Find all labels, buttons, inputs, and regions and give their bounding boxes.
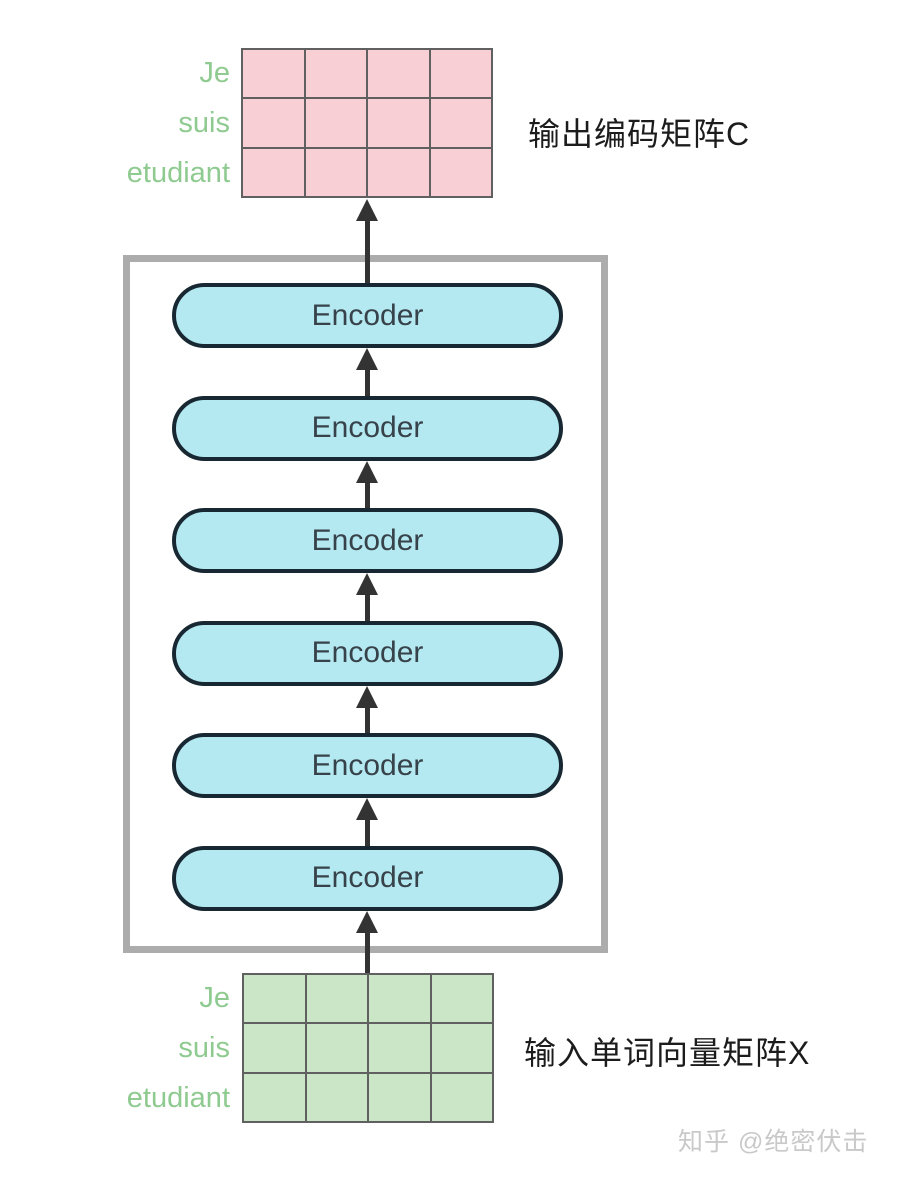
- matrix-cell: [305, 148, 366, 196]
- matrix-cell: [431, 975, 492, 1023]
- word-row-label: Je: [199, 982, 230, 1014]
- matrix-cell: [369, 1073, 430, 1121]
- arrow-up-icon: [356, 573, 379, 621]
- matrix-cell: [305, 50, 366, 98]
- word-row-label: etudiant: [126, 1082, 230, 1114]
- matrix-cell: [430, 50, 491, 98]
- encoder-box: Encoder: [172, 620, 563, 686]
- matrix-cell: [369, 975, 430, 1023]
- arrow-up-icon: [356, 199, 379, 283]
- input-matrix-row-labels: Je suis etudiant: [95, 973, 230, 1123]
- word-row-label: suis: [178, 107, 230, 139]
- matrix-cell: [369, 1024, 430, 1072]
- encoder-box: Encoder: [172, 283, 563, 348]
- arrow-up-icon: [356, 460, 379, 508]
- watermark: 知乎 @绝密伏击: [678, 1128, 869, 1156]
- input-matrix-label: 输入单词向量矩阵X: [524, 1035, 811, 1071]
- matrix-cell: [306, 975, 367, 1023]
- input-matrix: [242, 973, 494, 1123]
- arrow-up-icon: [356, 798, 379, 846]
- output-matrix: [241, 48, 493, 198]
- matrix-cell: [368, 148, 429, 196]
- word-row-label: etudiant: [126, 157, 230, 189]
- matrix-cell: [430, 99, 491, 147]
- matrix-cell: [244, 1073, 305, 1121]
- encoder-box: Encoder: [172, 733, 563, 798]
- arrow-up-icon: [356, 348, 379, 396]
- matrix-cell: [431, 1024, 492, 1072]
- arrow-up-icon: [356, 910, 379, 973]
- matrix-cell: [368, 99, 429, 147]
- matrix-cell: [244, 1024, 305, 1072]
- output-matrix-label: 输出编码矩阵C: [528, 116, 751, 152]
- matrix-cell: [243, 148, 304, 196]
- matrix-cell: [306, 1024, 367, 1072]
- matrix-cell: [244, 975, 305, 1023]
- matrix-cell: [430, 148, 491, 196]
- word-row-label: suis: [178, 1032, 230, 1064]
- encoder-box: Encoder: [172, 508, 563, 573]
- output-matrix-row-labels: Je suis etudiant: [95, 48, 230, 198]
- matrix-cell: [243, 99, 304, 147]
- matrix-cell: [306, 1073, 367, 1121]
- matrix-cell: [305, 99, 366, 147]
- word-row-label: Je: [199, 57, 230, 89]
- arrow-up-icon: [356, 685, 379, 733]
- matrix-cell: [243, 50, 304, 98]
- matrix-cell: [368, 50, 429, 98]
- encoder-box: Encoder: [172, 845, 563, 911]
- encoder-box: Encoder: [172, 395, 563, 461]
- matrix-cell: [431, 1073, 492, 1121]
